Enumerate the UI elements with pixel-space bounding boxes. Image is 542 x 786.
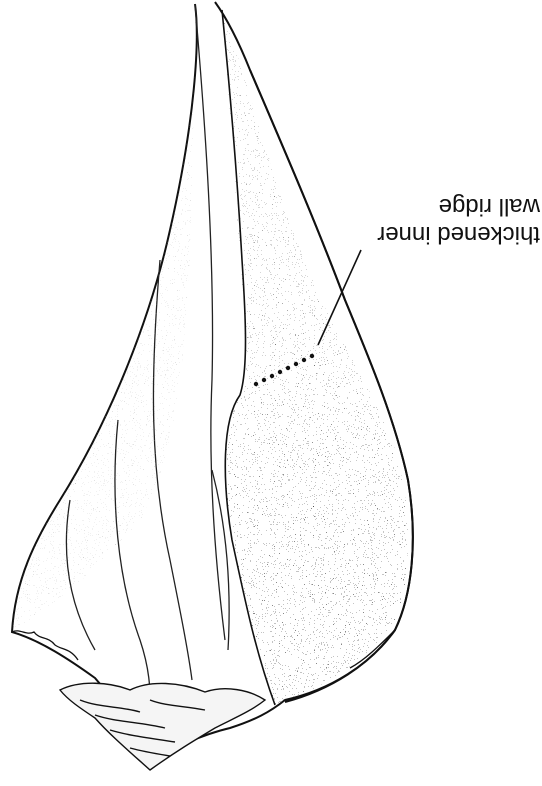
ridge-annotation: thickened inner wall ridge [370,178,540,248]
shaded-inner-wall [200,0,430,720]
annotation-line-2: wall ridge [370,192,540,220]
light-stipple [12,4,197,632]
annotation-line-1: thickened inner [370,220,540,248]
